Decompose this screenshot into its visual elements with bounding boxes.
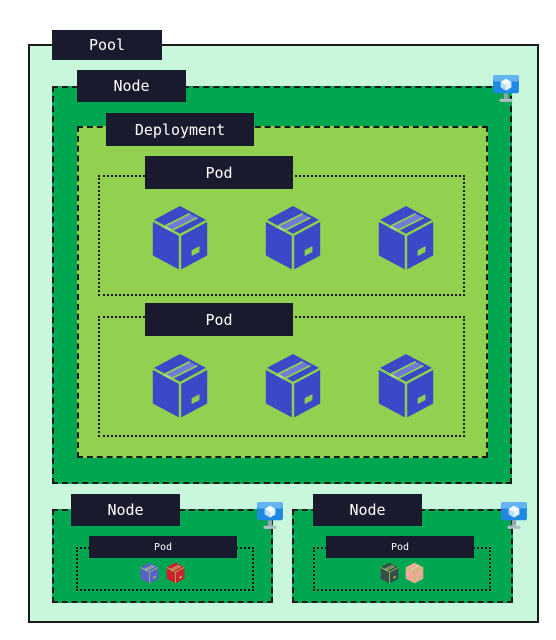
pool-label: Pool bbox=[52, 30, 162, 60]
package-box-icon bbox=[380, 562, 399, 584]
package-box-icon bbox=[150, 204, 210, 272]
virtual-machine-icon bbox=[257, 502, 283, 529]
node-label: Node bbox=[77, 70, 186, 102]
pod-label: Pod bbox=[326, 536, 474, 558]
package-box-icon bbox=[376, 352, 436, 420]
package-box-icon bbox=[150, 352, 210, 420]
package-box-icon bbox=[263, 352, 323, 420]
virtual-machine-icon bbox=[501, 502, 527, 529]
package-box-icon bbox=[263, 204, 323, 272]
deployment-label: Deployment bbox=[106, 113, 254, 146]
node-label: Node bbox=[71, 494, 180, 526]
package-box-icon bbox=[166, 562, 185, 584]
virtual-machine-icon bbox=[493, 75, 519, 102]
package-box-icon bbox=[405, 562, 424, 584]
pod-label: Pod bbox=[89, 536, 237, 558]
package-box-icon bbox=[140, 562, 159, 584]
package-box-icon bbox=[376, 204, 436, 272]
pod-label: Pod bbox=[145, 303, 293, 336]
pod-label: Pod bbox=[145, 156, 293, 189]
node-label: Node bbox=[313, 494, 422, 526]
